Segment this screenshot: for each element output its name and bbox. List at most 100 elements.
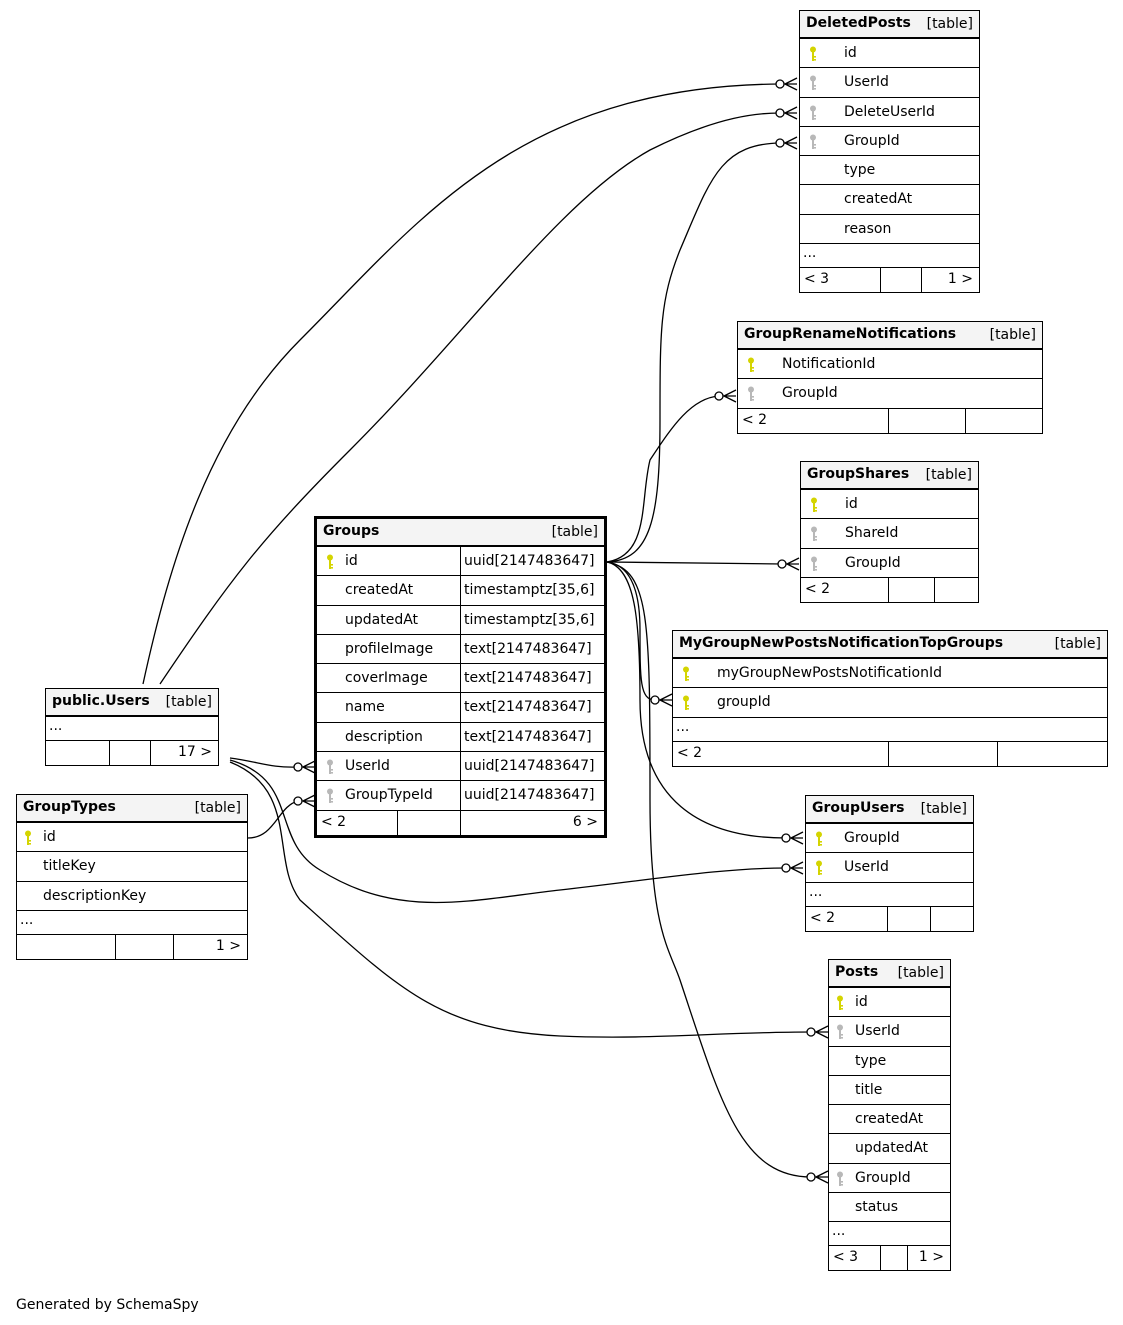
table-footer: 1 > bbox=[17, 934, 247, 959]
column-row[interactable]: groupId bbox=[673, 688, 1107, 718]
column-row[interactable]: GroupId bbox=[801, 549, 978, 578]
column-type: uuid[2147483647] bbox=[464, 553, 595, 569]
table-header: public.Users [table] bbox=[46, 689, 218, 717]
column-row[interactable]: type bbox=[800, 156, 979, 186]
parents-count[interactable]: < 3 bbox=[804, 271, 830, 288]
parents-count[interactable]: < 2 bbox=[805, 580, 831, 597]
children-count[interactable]: 6 > bbox=[572, 813, 598, 830]
edge-users-groups-userid bbox=[229, 757, 299, 768]
column-row[interactable]: reason bbox=[800, 215, 979, 245]
table-name: GroupTypes bbox=[23, 799, 116, 815]
children-count[interactable]: 1 > bbox=[215, 937, 241, 954]
column-type: uuid[2147483647] bbox=[464, 787, 595, 804]
optional-marker-icon bbox=[293, 762, 303, 772]
more-columns[interactable]: ... bbox=[46, 717, 218, 741]
primary-key-icon bbox=[810, 497, 818, 513]
column-row[interactable]: ShareId bbox=[801, 519, 978, 549]
column-row[interactable]: id bbox=[800, 39, 979, 69]
optional-marker-icon bbox=[806, 1027, 816, 1037]
edge-users-posts-userid bbox=[229, 761, 812, 1038]
crows-foot-icon bbox=[790, 861, 804, 875]
column-name: GroupId bbox=[845, 554, 901, 571]
primary-key-icon bbox=[24, 830, 32, 846]
primary-key-icon bbox=[326, 554, 334, 570]
table-header: GroupShares [table] bbox=[801, 462, 978, 490]
children-count[interactable]: 1 > bbox=[918, 1249, 944, 1266]
column-row[interactable]: type bbox=[829, 1047, 950, 1076]
column-row[interactable]: createdAt bbox=[829, 1105, 950, 1135]
table-grouptypes[interactable]: GroupTypes [table] id titleKey description… bbox=[16, 794, 248, 960]
column-row[interactable]: id bbox=[17, 823, 247, 853]
column-row[interactable]: UserId bbox=[806, 853, 973, 883]
table-mygroupnewpostsnotificationtopgroups[interactable]: MyGroupNewPostsNotificationTopGroups [ta… bbox=[672, 630, 1108, 767]
column-row[interactable]: UserId bbox=[829, 1017, 950, 1047]
column-row[interactable]: UserId bbox=[800, 68, 979, 98]
column-name: myGroupNewPostsNotificationId bbox=[717, 665, 943, 681]
column-row[interactable]: GroupId bbox=[806, 824, 973, 854]
column-name: updatedAt bbox=[345, 611, 419, 628]
table-footer: < 2 bbox=[806, 906, 973, 931]
column-type: text[2147483647] bbox=[464, 699, 592, 716]
parents-count[interactable]: < 3 bbox=[833, 1249, 859, 1266]
table-header: GroupTypes [table] bbox=[17, 795, 247, 823]
column-type: text[2147483647] bbox=[464, 640, 592, 657]
column-row[interactable]: id bbox=[829, 988, 950, 1018]
parents-count[interactable]: < 2 bbox=[677, 744, 703, 761]
more-columns[interactable]: ... bbox=[17, 911, 247, 935]
table-public-users[interactable]: public.Users [table] ... 17 > bbox=[45, 688, 219, 766]
children-count[interactable]: 17 > bbox=[178, 744, 212, 760]
parents-count[interactable]: < 2 bbox=[742, 411, 768, 428]
column-row[interactable]: GroupId bbox=[738, 379, 1042, 409]
column-row[interactable]: descriptionKey bbox=[17, 882, 247, 911]
column-row[interactable]: GroupId bbox=[829, 1164, 950, 1194]
edge-users-deletedposts-deleteuserid bbox=[159, 112, 781, 685]
table-footer: < 3 1 > bbox=[800, 268, 979, 293]
optional-marker-icon bbox=[293, 796, 303, 806]
column-row[interactable]: GroupId bbox=[800, 127, 979, 157]
table-type: [table] bbox=[551, 524, 598, 540]
column-row[interactable]: status bbox=[829, 1193, 950, 1223]
table-type: [table] bbox=[1054, 636, 1101, 652]
column-name: status bbox=[855, 1199, 899, 1216]
table-grouprenamenotifications[interactable]: GroupRenameNotifications [table] Notific… bbox=[737, 321, 1043, 434]
column-name: UserId bbox=[855, 1023, 900, 1040]
column-row[interactable]: title bbox=[829, 1076, 950, 1106]
more-columns[interactable]: ... bbox=[673, 718, 1107, 742]
parents-count[interactable]: < 2 bbox=[321, 813, 347, 830]
foreign-key-icon bbox=[326, 788, 334, 804]
column-name: titleKey bbox=[43, 858, 96, 875]
more-columns[interactable]: ... bbox=[806, 883, 973, 907]
more-columns[interactable]: ... bbox=[829, 1222, 950, 1247]
column-row[interactable]: DeleteUserId bbox=[800, 98, 979, 127]
more-columns[interactable]: ... bbox=[800, 244, 979, 269]
foreign-key-icon bbox=[836, 1171, 844, 1187]
column-name: id bbox=[855, 994, 868, 1010]
column-name: createdAt bbox=[345, 582, 414, 599]
table-name: Posts bbox=[835, 964, 879, 980]
children-count[interactable]: 1 > bbox=[947, 271, 973, 288]
table-name: Groups bbox=[323, 523, 380, 539]
column-row[interactable]: updatedAt bbox=[829, 1134, 950, 1164]
crows-foot-icon bbox=[723, 389, 737, 403]
column-row[interactable]: myGroupNewPostsNotificationId bbox=[673, 659, 1107, 689]
column-row[interactable]: id bbox=[801, 490, 978, 520]
column-row[interactable]: NotificationId bbox=[738, 350, 1042, 380]
column-row[interactable]: titleKey bbox=[17, 852, 247, 882]
parents-count[interactable]: < 2 bbox=[810, 909, 836, 926]
column-name: reason bbox=[844, 220, 892, 237]
column-row[interactable]: createdAt bbox=[800, 185, 979, 215]
